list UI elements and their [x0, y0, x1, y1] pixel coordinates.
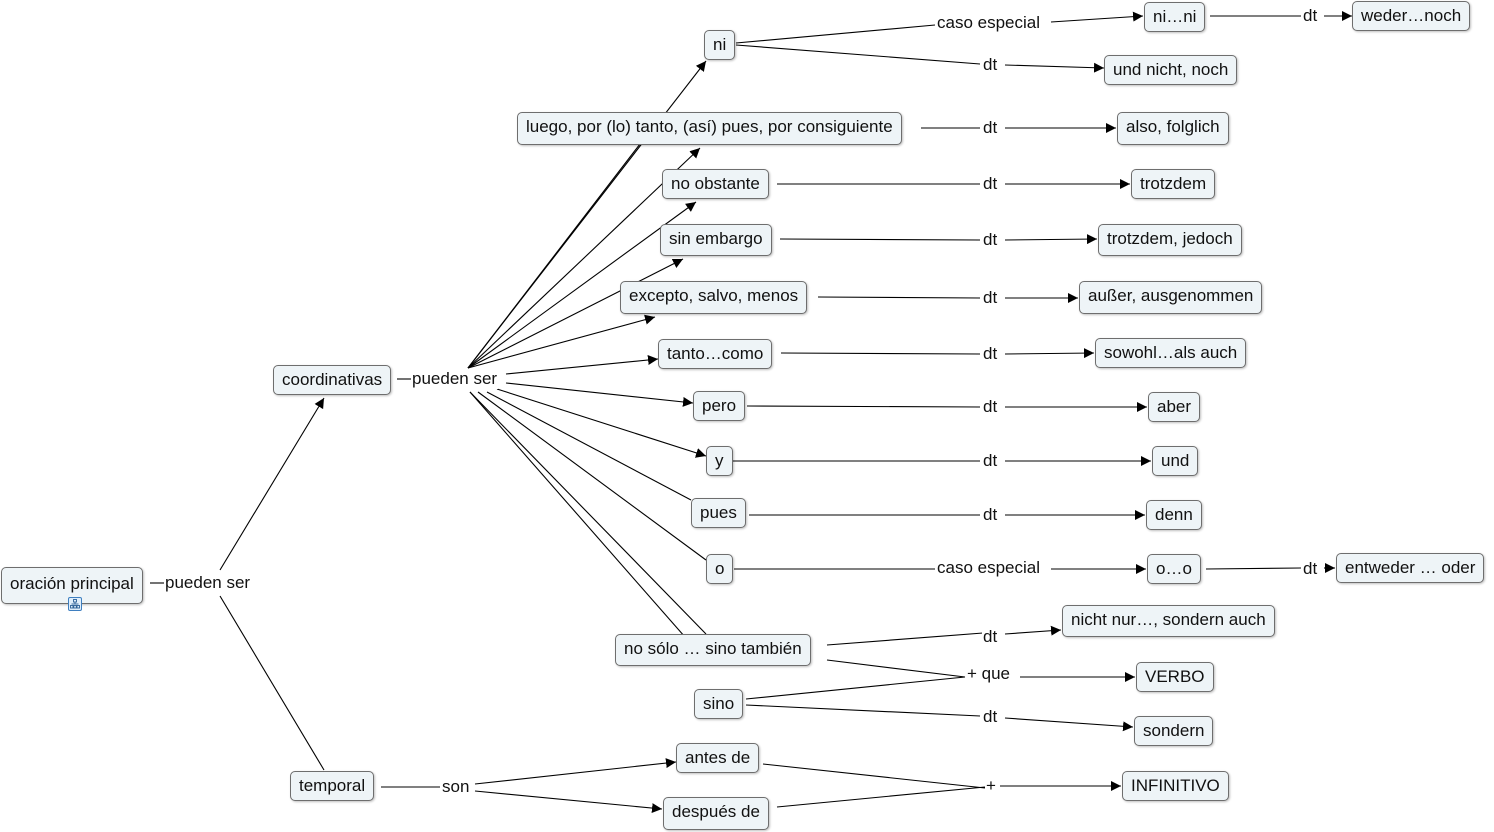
- node-despues-de[interactable]: después de: [663, 797, 769, 830]
- node-antes-de[interactable]: antes de: [676, 743, 760, 773]
- link-label-dt: dt: [982, 344, 999, 364]
- node-ausser[interactable]: außer, ausgenommen: [1079, 281, 1263, 314]
- node-oracion-principal[interactable]: oración principal: [1, 567, 143, 604]
- node-excepto[interactable]: excepto, salvo, menos: [620, 281, 808, 314]
- node-denn[interactable]: denn: [1146, 500, 1202, 530]
- node-nicht-nur[interactable]: nicht nur…, sondern auch: [1062, 605, 1275, 637]
- link-label-dt: dt: [982, 505, 999, 525]
- link-label-caso-especial: caso especial: [936, 13, 1042, 33]
- node-sowohl[interactable]: sowohl…als auch: [1095, 338, 1247, 368]
- hierarchy-icon: [70, 599, 80, 609]
- node-weder-noch[interactable]: weder…noch: [1352, 1, 1471, 31]
- node-pero[interactable]: pero: [693, 391, 746, 421]
- link-label-mas-que: + que: [966, 664, 1012, 684]
- node-o-o[interactable]: o…o: [1147, 554, 1201, 584]
- node-no-obstante[interactable]: no obstante: [662, 169, 769, 199]
- expand-icon[interactable]: [68, 597, 82, 611]
- node-sondern[interactable]: sondern: [1134, 716, 1214, 746]
- node-ni-ni[interactable]: ni…ni: [1144, 2, 1206, 32]
- node-und[interactable]: und: [1152, 446, 1199, 476]
- link-label-dt: dt: [1302, 6, 1319, 26]
- node-verbo[interactable]: VERBO: [1136, 662, 1214, 692]
- link-label-caso-especial: caso especial: [936, 558, 1042, 578]
- node-trotzdem-jedoch[interactable]: trotzdem, jedoch: [1098, 224, 1242, 256]
- link-label-dt: dt: [982, 55, 999, 75]
- node-tanto-como[interactable]: tanto…como: [658, 339, 773, 369]
- link-label-dt: dt: [982, 707, 999, 727]
- link-label-dt: dt: [982, 627, 999, 647]
- node-sino[interactable]: sino: [694, 689, 744, 719]
- link-label-pueden-ser: pueden ser: [411, 369, 499, 389]
- node-coordinativas[interactable]: coordinativas: [273, 365, 392, 395]
- node-aber[interactable]: aber: [1148, 392, 1201, 422]
- link-label-mas: +: [985, 776, 997, 796]
- link-label-dt: dt: [982, 230, 999, 250]
- node-entweder[interactable]: entweder … oder: [1336, 553, 1485, 583]
- node-also-folglich[interactable]: also, folglich: [1117, 112, 1229, 145]
- node-o[interactable]: o: [706, 554, 734, 584]
- link-label-dt: dt: [982, 397, 999, 417]
- node-trotzdem[interactable]: trotzdem: [1131, 169, 1216, 199]
- link-label-pueden-ser: pueden ser: [164, 573, 252, 593]
- link-label-dt: dt: [982, 288, 999, 308]
- node-temporal[interactable]: temporal: [290, 771, 375, 801]
- node-luego[interactable]: luego, por (lo) tanto, (así) pues, por c…: [517, 112, 902, 145]
- link-label-dt: dt: [982, 118, 999, 138]
- node-y[interactable]: y: [706, 446, 733, 476]
- node-infinitivo[interactable]: INFINITIVO: [1122, 771, 1229, 801]
- node-und-nicht-noch[interactable]: und nicht, noch: [1104, 55, 1238, 85]
- node-ni[interactable]: ni: [704, 30, 736, 60]
- node-no-solo[interactable]: no sólo … sino también: [615, 634, 811, 666]
- node-sin-embargo[interactable]: sin embargo: [660, 224, 772, 256]
- link-label-dt: dt: [982, 451, 999, 471]
- link-label-son: son: [441, 777, 471, 797]
- node-pues[interactable]: pues: [691, 498, 746, 528]
- link-label-dt: dt: [1302, 559, 1319, 579]
- link-label-dt: dt: [982, 174, 999, 194]
